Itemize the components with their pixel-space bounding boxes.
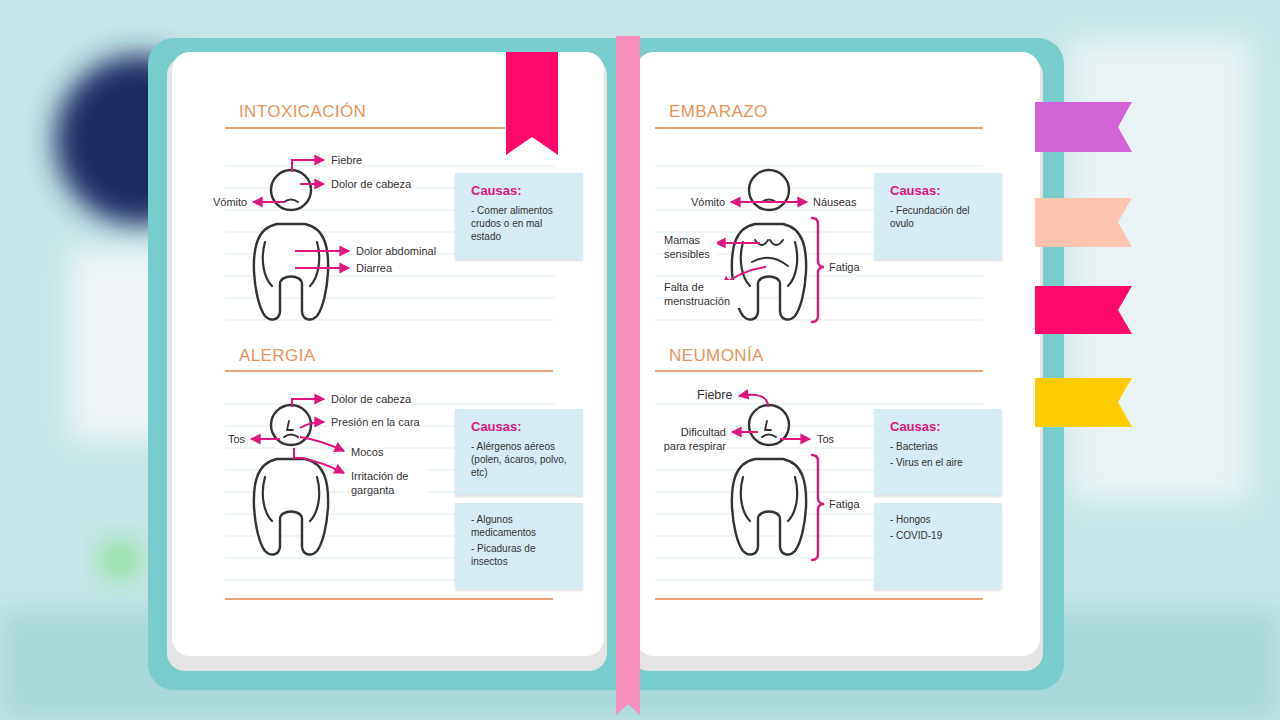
human-figures [765,421,771,430]
ruled-lines [225,166,983,580]
human-figures [254,170,328,319]
symptom-arrows [732,431,758,433]
cause-item: - Bacterias [890,440,990,453]
human-figures [732,405,806,554]
ruled-lines [225,166,555,167]
bookmarks [616,36,640,715]
section-rules [225,127,505,129]
cause-item: - Alérgenos aéreos (polen, ácaros, polvo… [471,440,571,479]
symptom-label: Irritación de garganta [350,469,428,497]
symptom-arrows [300,422,324,428]
symptom-arrows [716,242,760,244]
human-figures [732,170,806,319]
symptom-label: Dolor abdominal [355,244,437,258]
symptom-label: Presión en la cara [330,415,421,429]
cause-item: - Virus en el aire [890,456,990,469]
human-figures [287,421,293,430]
section-rules [655,598,983,600]
fatigue-brackets [812,218,824,322]
symptom-label: Náuseas [812,195,857,209]
notebook [636,52,1040,656]
symptom-label: Diarrea [355,261,393,275]
symptom-arrows [294,448,344,473]
symptom-label: Vómito [690,195,726,209]
cause-note: Causas: - Alérgenos aéreos (polen, ácaros… [455,409,583,495]
notebook [148,38,1064,690]
symptom-arrows [739,395,768,407]
section-heading: EMBARAZO [668,102,769,122]
notebook [148,38,1064,690]
cause-item: - Comer alimentos crudos o en mal estado [471,204,571,243]
symptom-arrows [300,183,324,185]
section-heading: INTOXICACIÓN [238,102,367,122]
note-heading: Causas: [471,419,571,435]
ruled-lines [655,166,983,167]
section-rules [225,598,553,600]
symptom-label: Tos [816,432,835,446]
note-heading: Causas: [890,419,990,435]
section-rules [225,370,553,372]
symptom-arrows [780,438,810,440]
symptom-label: Dolor de cabeza [330,177,412,191]
section-rules [655,370,983,372]
section-rules [225,128,983,599]
human-figures [254,405,328,554]
symptom-arrows [292,399,324,407]
symptom-label: Dolor de cabeza [330,392,412,406]
bookmarks [506,52,558,155]
cause-item: - Fecundación del ovulo [890,204,990,230]
symptom-label: Mocos [350,445,384,459]
bookmarks [1035,102,1132,152]
symptom-label: Fatiga [828,497,861,511]
human-figures [254,170,806,554]
symptom-arrows [292,160,324,172]
bookmarks [1035,198,1132,247]
ruled-lines [655,404,983,405]
symptom-label: Fiebre [330,153,363,167]
ruled-lines [655,320,983,321]
cause-item: - COVID-19 [890,529,990,542]
symptom-label: Mamas sensibles [663,233,717,261]
cause-note: Causas: - Bacterias - Virus en el aire [874,409,1002,495]
cause-item: - Hongos [890,513,990,526]
section-heading: NEUMONÍA [668,346,765,366]
symptom-label: Tos [227,432,246,446]
section-rules [655,127,983,129]
symptom-label: Vómito [212,195,248,209]
blurred-background [102,542,138,578]
cause-item: - Algunos medicamentos [471,513,571,539]
bookmarks [1035,378,1132,427]
fatigue-brackets [812,455,824,560]
cause-note: - Hongos - COVID-19 [874,503,1002,589]
cause-note: Causas: - Comer alimentos crudos o en mal… [455,173,583,259]
symptom-arrows [251,438,280,440]
symptom-arrows [295,250,349,252]
symptom-label: Dificultad para respirar [655,425,727,453]
symptom-arrows [295,267,349,269]
symptom-label: Fiebre [696,388,733,403]
fatigue-brackets [812,218,824,560]
symptom-arrows [253,201,285,203]
cause-note: Causas: - Fecundación del ovulo [874,173,1002,259]
symptom-label: Falta de menstruación [663,280,740,308]
symptom-arrows [300,437,344,451]
notebook [172,52,604,656]
note-heading: Causas: [471,183,571,199]
human-figures [752,258,788,266]
section-heading: ALERGIA [238,346,317,366]
cause-note: - Algunos medicamentos - Picaduras de ins… [455,503,583,589]
cause-item: - Picaduras de insectos [471,542,571,568]
bookmarks [1035,286,1132,334]
symptom-arrows [731,201,807,203]
note-heading: Causas: [890,183,990,199]
bookmarks [506,36,1132,715]
symptom-label: Fatiga [828,260,861,274]
